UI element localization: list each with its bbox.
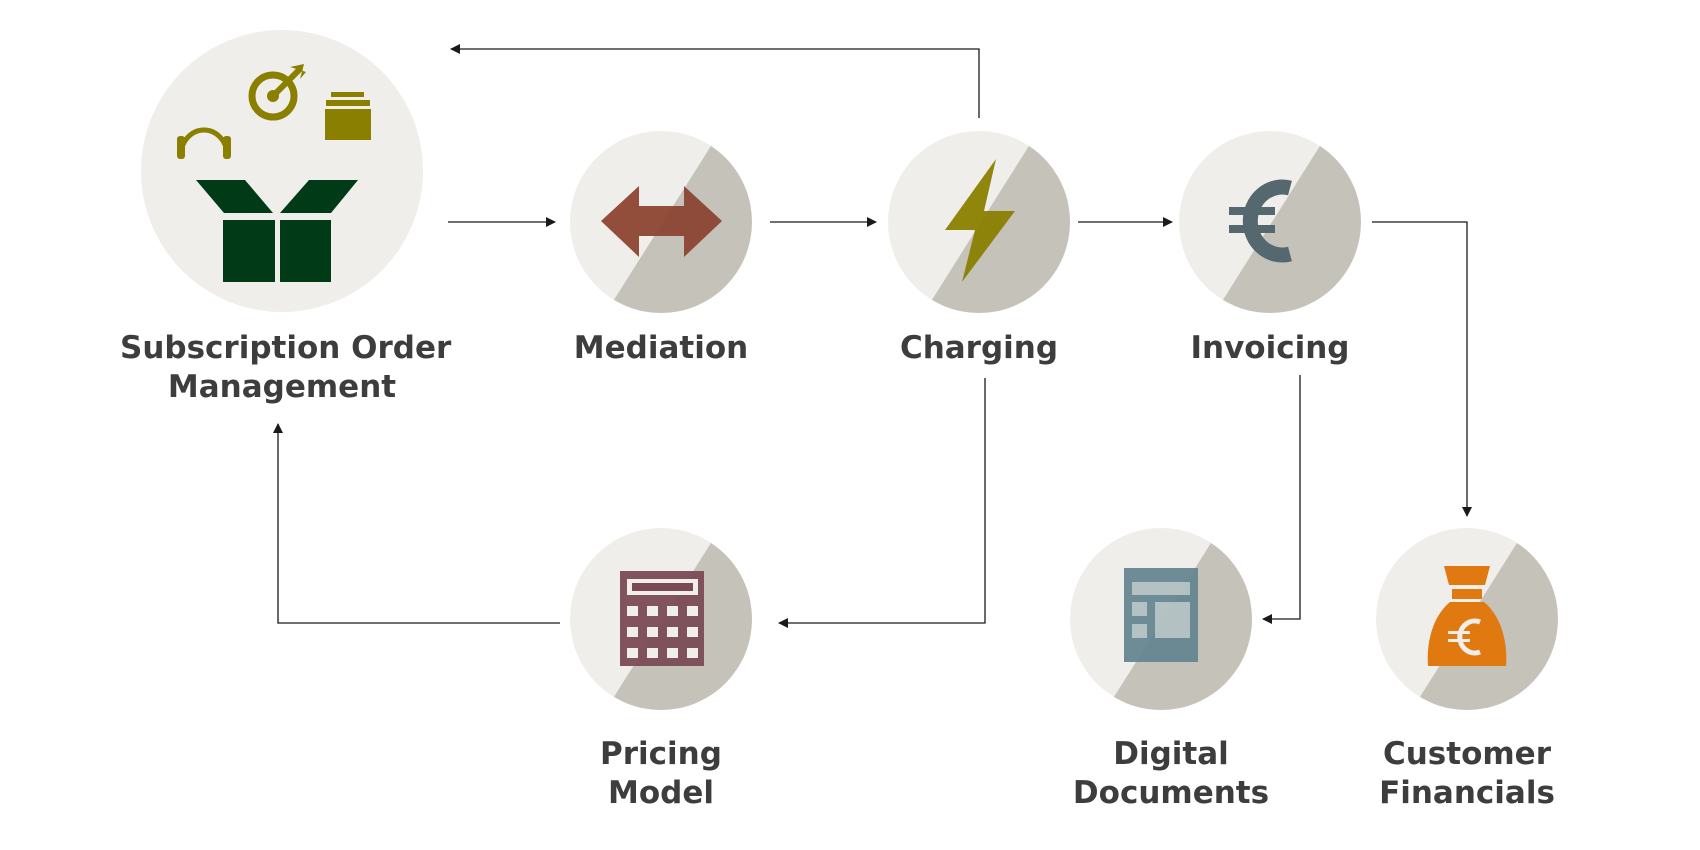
edge-invoicing-to-documents bbox=[1262, 375, 1301, 624]
label-charging: Charging bbox=[879, 329, 1079, 368]
label-line: Pricing bbox=[600, 736, 722, 772]
edge-pricing-to-subscription bbox=[273, 423, 560, 624]
open-box-icon bbox=[196, 180, 358, 282]
label-line: Mediation bbox=[573, 330, 749, 366]
node-invoicing bbox=[1179, 131, 1361, 313]
target-icon bbox=[248, 64, 306, 121]
node-subscription-order-management bbox=[141, 30, 423, 312]
edge-charging-to-pricing bbox=[778, 378, 986, 628]
node-mediation bbox=[570, 131, 752, 313]
lightning-icon bbox=[945, 159, 1015, 282]
label-line: Subscription Order bbox=[120, 330, 452, 366]
document-layout-icon bbox=[1124, 568, 1198, 662]
connectors bbox=[273, 44, 1472, 628]
double-arrow-icon bbox=[601, 186, 722, 257]
node-customer-financials bbox=[1376, 528, 1558, 710]
label-line: Documents bbox=[1072, 775, 1270, 811]
archive-box-icon bbox=[325, 92, 371, 140]
label-invoicing: Invoicing bbox=[1170, 329, 1370, 368]
label-line: Charging bbox=[899, 330, 1059, 366]
label-customer-financials: Customer Financials bbox=[1357, 735, 1577, 813]
node-charging bbox=[888, 131, 1070, 313]
edge-invoicing-to-financials bbox=[1372, 221, 1472, 517]
calculator-icon bbox=[620, 571, 704, 666]
edge-charging-to-subscription bbox=[450, 44, 980, 118]
headset-icon bbox=[177, 127, 231, 159]
euro-icon bbox=[1229, 179, 1292, 263]
label-subscription-order-management: Subscription Order Management bbox=[120, 329, 452, 407]
node-pricing-model bbox=[570, 528, 752, 710]
label-line: Model bbox=[608, 775, 714, 811]
label-line: Customer bbox=[1382, 736, 1551, 772]
label-line: Invoicing bbox=[1190, 330, 1350, 366]
label-pricing-model: Pricing Model bbox=[561, 735, 761, 813]
label-mediation: Mediation bbox=[561, 329, 761, 368]
label-line: Financials bbox=[1379, 775, 1555, 811]
money-bag-icon bbox=[1427, 566, 1507, 666]
label-digital-documents: Digital Documents bbox=[1061, 735, 1281, 813]
label-line: Management bbox=[167, 369, 397, 405]
node-digital-documents bbox=[1070, 528, 1252, 710]
label-line: Digital bbox=[1113, 736, 1229, 772]
